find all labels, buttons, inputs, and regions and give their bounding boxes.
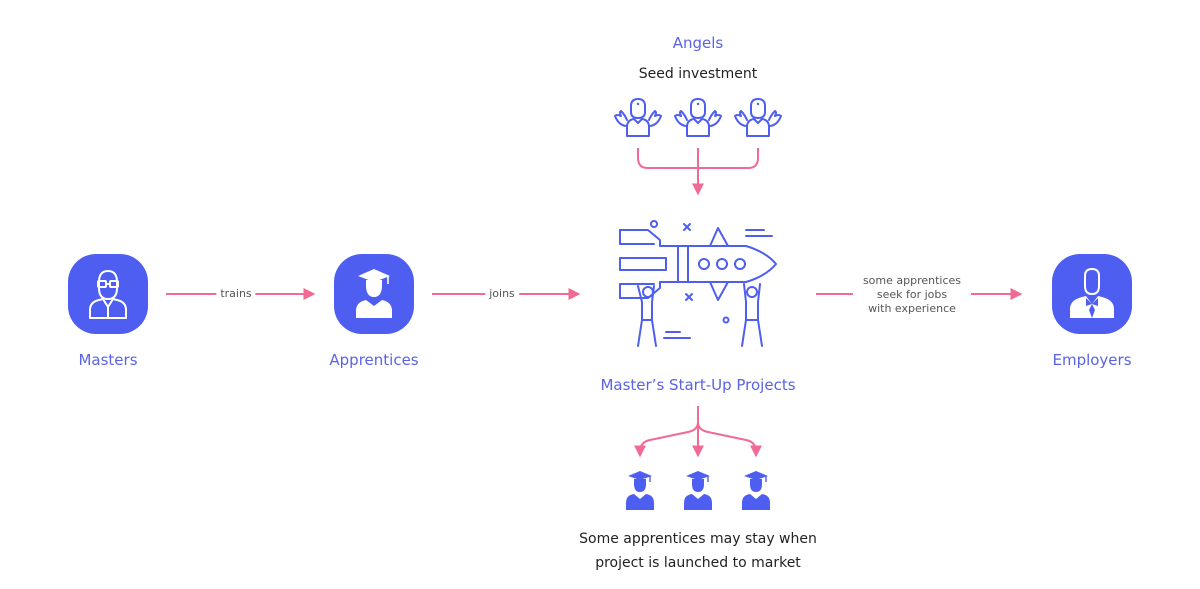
angels-icons (614, 98, 782, 137)
startups-label: Master’s Start-Up Projects (600, 376, 796, 394)
staying-apprentices-icons (625, 470, 771, 510)
angels-label: Angels (672, 34, 724, 52)
seed-investment-text: Seed investment (638, 66, 758, 82)
graduate-icon-1 (625, 470, 655, 510)
apprentices-label: Apprentices (329, 351, 419, 369)
masters-label: Masters (78, 351, 138, 369)
master-icon (89, 270, 127, 319)
stay-text-line-1: Some apprentices may stay when (579, 531, 817, 547)
startup-illustration (614, 214, 780, 354)
graduate-icon-3 (741, 470, 771, 510)
angel-icon-3 (734, 98, 782, 137)
employers-label: Employers (1052, 351, 1132, 369)
edge-label-trains: trains (216, 287, 256, 301)
angel-icon-2 (674, 98, 722, 137)
stay-text-line-2: project is launched to market (595, 555, 801, 571)
jobs-line-1: some apprentices (858, 274, 966, 288)
graduate-icon-2 (683, 470, 713, 510)
arrow-angels-merge (637, 148, 759, 193)
apprentices-tile (334, 254, 414, 334)
arrow-split-left (634, 406, 699, 458)
staying-apprentices-group (620, 470, 776, 510)
rocket-icon (619, 220, 777, 347)
graduate-icon (356, 269, 392, 318)
angel-icon-1 (614, 98, 662, 137)
jobs-line-2: seek for jobs (858, 288, 966, 302)
edge-label-jobs: some apprentices seek for jobs with expe… (852, 274, 972, 316)
angels-group (613, 96, 783, 140)
masters-tile (68, 254, 148, 334)
employers-tile (1052, 254, 1132, 334)
arrow-split-right (697, 421, 762, 458)
jobs-line-3: with experience (858, 302, 966, 316)
edge-label-joins: joins (485, 287, 519, 301)
businessman-icon (1070, 267, 1114, 318)
